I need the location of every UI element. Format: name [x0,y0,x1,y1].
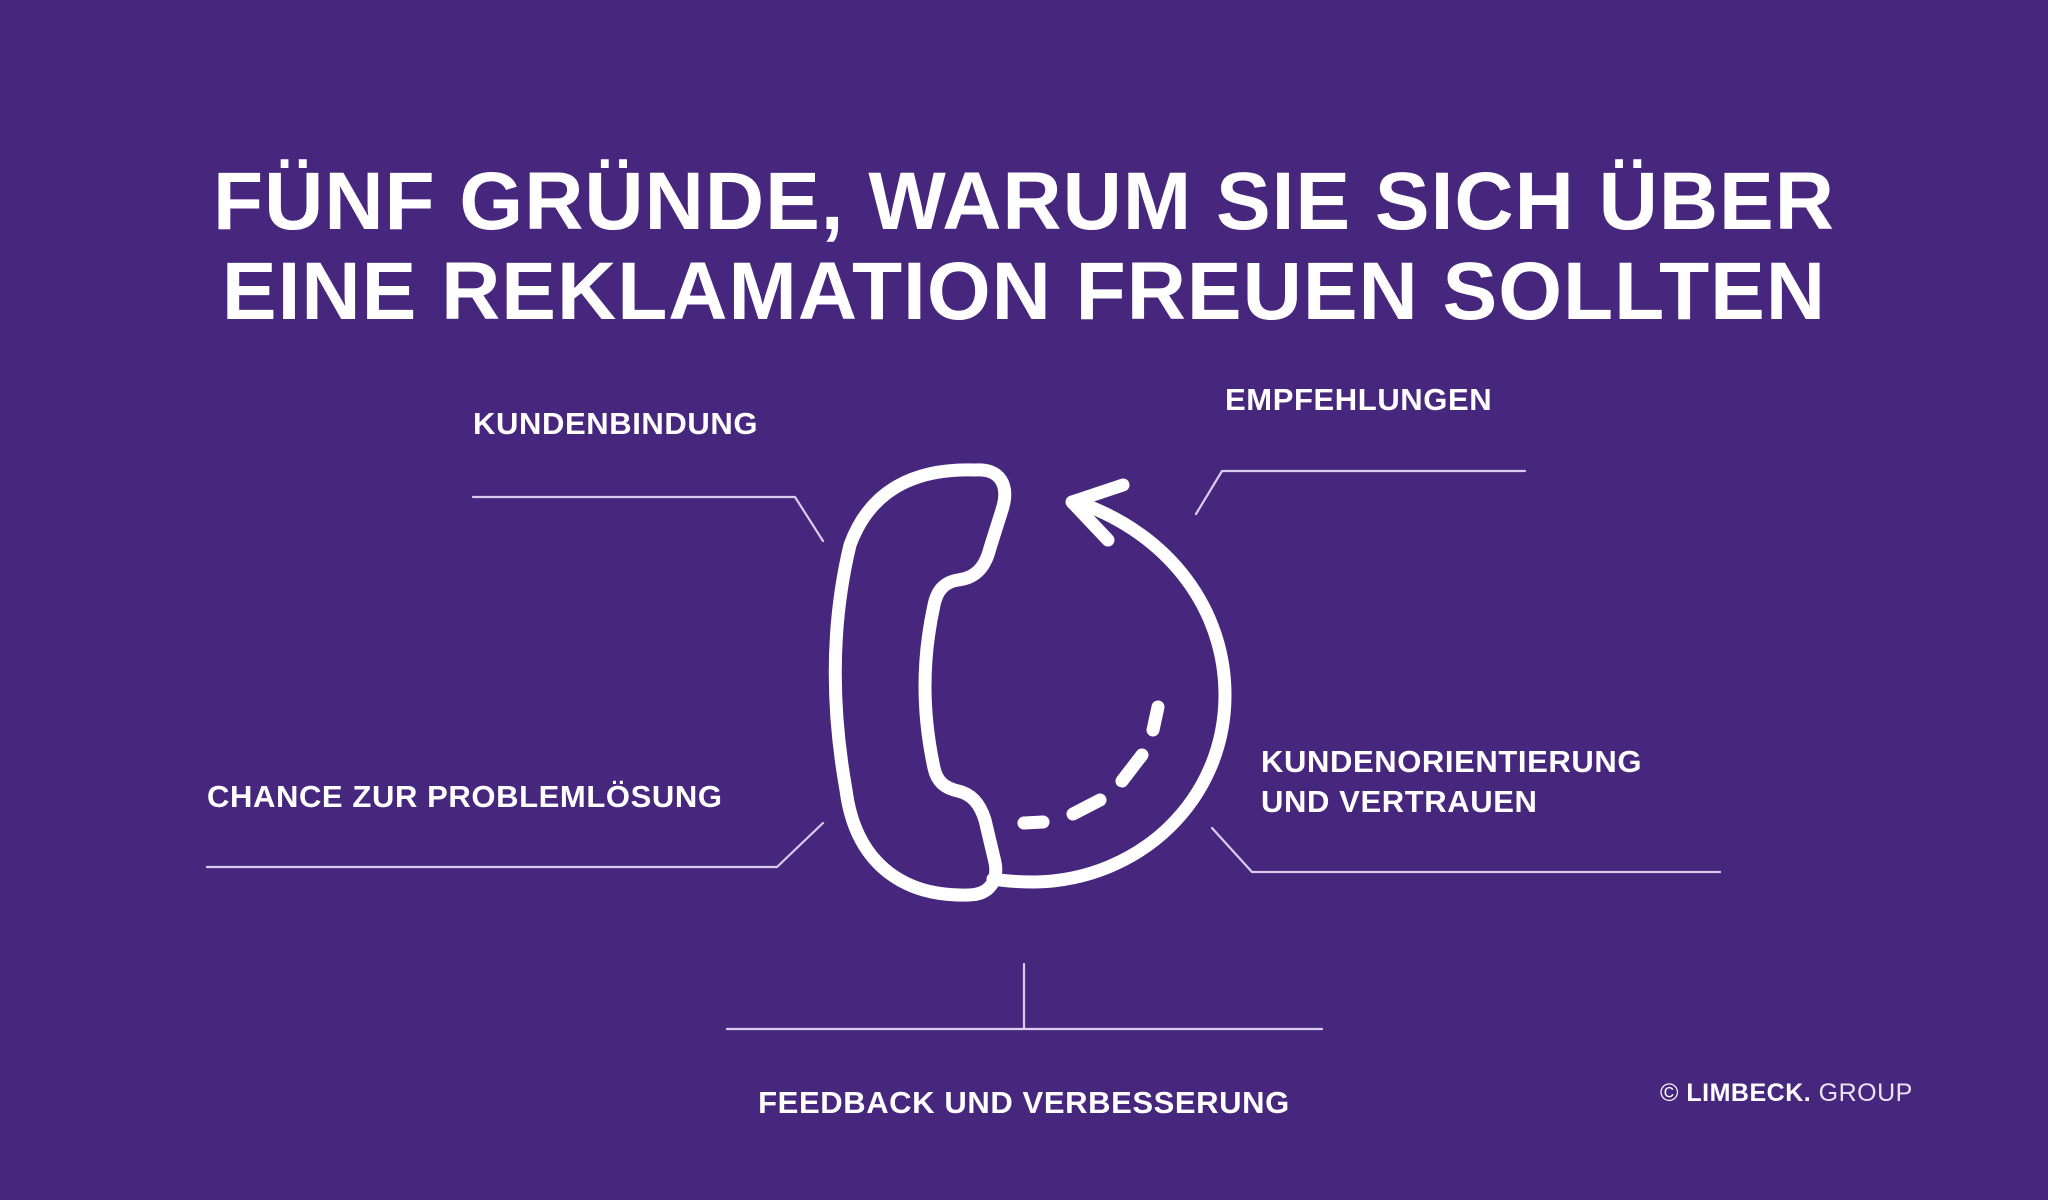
title-line-2: EINE REKLAMATION FREUEN SOLLTEN [221,245,1827,337]
circular-arrow-arc [986,496,1232,889]
dashed-arc [1017,700,1165,830]
connector-kundenorientierung [1210,826,1722,874]
arrowhead-icon [1065,478,1130,547]
phone-handset-icon [828,463,1012,902]
connector-empfehlungen [1194,469,1527,516]
reason-text: KUNDENBINDUNG [473,406,759,441]
reason-label-chance-zur-problemloesung: CHANCE ZUR PROBLEMLÖSUNG [207,777,723,817]
copyright-notice: © LIMBECK. GROUP [1660,1078,1913,1108]
connector-chance [205,821,825,869]
copyright-icon: © [1660,1079,1679,1107]
reason-label-kundenorientierung: KUNDENORIENTIERUNG UND VERTRAUEN [1261,742,1642,822]
reason-text-line-1: KUNDENORIENTIERUNG [1261,744,1643,779]
reason-text-line-2: UND VERTRAUEN [1261,784,1538,819]
reason-text: FEEDBACK UND VERBESSERUNG [758,1085,1290,1120]
title-line-1: FÜNF GRÜNDE, WARUM SIE SICH ÜBER [213,155,1835,247]
reason-text: CHANCE ZUR PROBLEMLÖSUNG [207,779,723,814]
brand-name: LIMBECK. [1686,1079,1812,1107]
page-title: FÜNF GRÜNDE, WARUM SIE SICH ÜBER EINE RE… [0,155,2048,337]
connector-kundenbindung [471,495,825,543]
brand-suffix: GROUP [1818,1079,1913,1107]
reason-label-kundenbindung: KUNDENBINDUNG [473,404,758,444]
reason-text: EMPFEHLUNGEN [1225,382,1493,417]
reason-label-feedback: FEEDBACK UND VERBESSERUNG [0,1083,2048,1123]
reason-label-empfehlungen: EMPFEHLUNGEN [1225,380,1492,420]
phone-with-circular-arrow-icon [828,463,1232,902]
